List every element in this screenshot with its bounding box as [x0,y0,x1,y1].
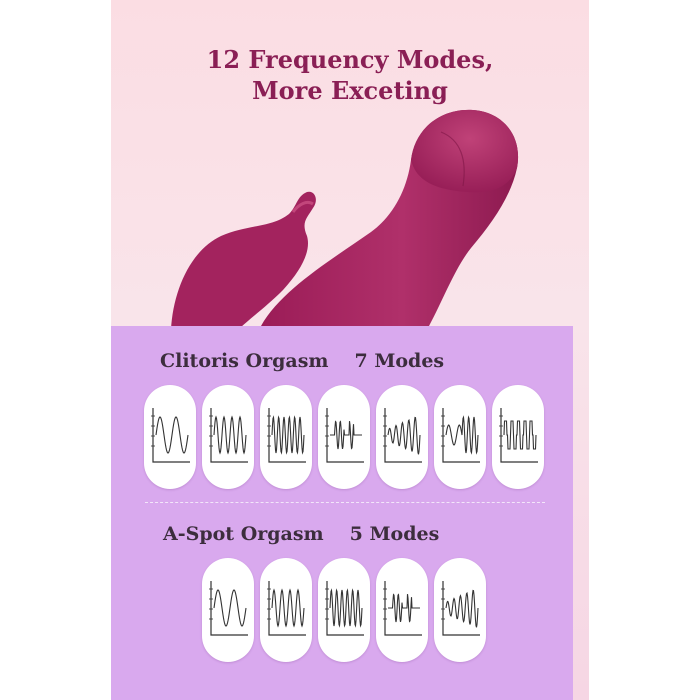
aspot-count: 5 Modes [349,523,440,545]
aspot-mode-2-button[interactable] [260,558,312,662]
waveform-line [213,589,247,627]
square-pulse-icon [499,408,538,463]
waveform-line [445,415,479,455]
waveform-line [329,588,363,628]
product-banner: 12 Frequency Modes, More Exceting Clitor… [111,0,589,700]
waveform-line [503,420,537,450]
clitoris-mode-2-button[interactable] [202,385,254,489]
headline-line-1: 12 Frequency Modes, [206,45,494,74]
clitoris-mode-5-button[interactable] [376,385,428,489]
varying-wave-icon [383,408,422,463]
aspot-modes-heading: A-Spot Orgasm 5 Modes [163,523,439,545]
aspot-label: A-Spot Orgasm [163,523,324,545]
waveform-line [213,415,247,455]
aspot-mode-1-button[interactable] [202,558,254,662]
slow-wave-icon [209,581,248,636]
section-divider [145,502,545,503]
clitoris-mode-1-button[interactable] [144,385,196,489]
fast-wave-icon [267,408,306,463]
fast-wave-icon [325,581,364,636]
medium-wave-icon [209,408,248,463]
aspot-mode-3-button[interactable] [318,558,370,662]
clitoris-mode-7-button[interactable] [492,385,544,489]
clitoris-modes-heading: Clitoris Orgasm 7 Modes [160,350,444,372]
waveform-line [155,416,189,454]
waveform-line [387,416,421,455]
waveform-line [445,589,479,628]
varying-wave-icon [441,581,480,636]
clitoris-label: Clitoris Orgasm [160,350,329,372]
slow-wave-icon [151,408,190,463]
pulse-burst-icon [383,581,422,636]
waveform-line [271,588,305,628]
clitoris-mode-6-button[interactable] [434,385,486,489]
clitoris-count: 7 Modes [354,350,445,372]
waveform-line [330,420,362,450]
waveform-line [271,415,305,455]
aspot-mode-row [202,558,486,662]
pulse-burst-icon [325,408,364,463]
clitoris-mode-row [144,385,544,489]
waveform-line [388,593,420,623]
aspot-mode-5-button[interactable] [434,558,486,662]
headline: 12 Frequency Modes, More Exceting [111,44,589,106]
clitoris-mode-3-button[interactable] [260,385,312,489]
aspot-mode-4-button[interactable] [376,558,428,662]
headline-line-2: More Exceting [252,76,448,105]
clitoris-mode-4-button[interactable] [318,385,370,489]
medium-wave-icon [267,581,306,636]
mixed-wave-icon [441,408,480,463]
